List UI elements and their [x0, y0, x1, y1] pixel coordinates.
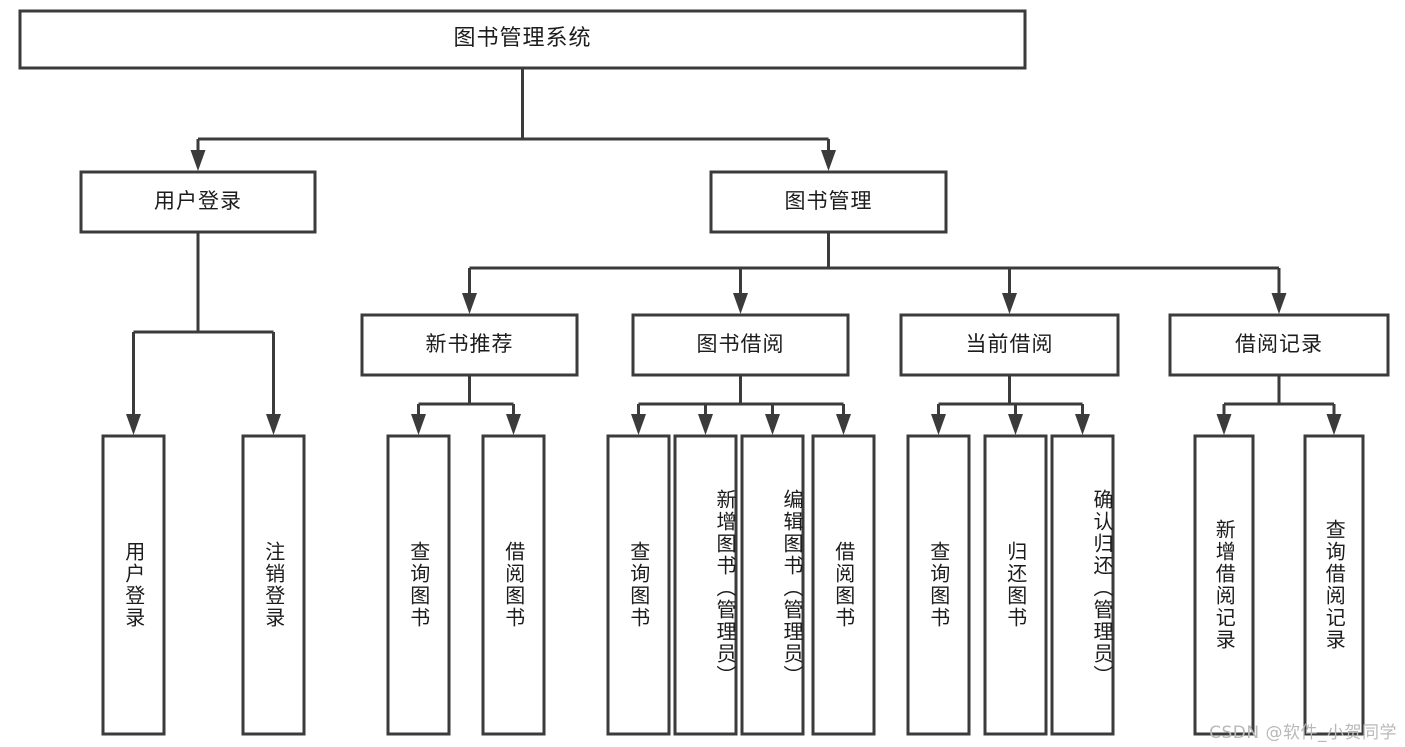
arrow-head-current_borrow: [1002, 293, 1017, 314]
node-box-leaf-query-record[interactable]: [1303, 434, 1365, 736]
arrow-head-borrow_record: [1271, 293, 1287, 314]
arrow-head-leaf_add_book: [698, 414, 713, 435]
node-box-leaf-query-book-2[interactable]: [606, 434, 671, 736]
arrow-head-leaf_edit_book: [765, 414, 780, 435]
arrow-head-book_borrow: [733, 293, 748, 314]
node-box-leaf-user-login[interactable]: [101, 434, 166, 736]
arrow-head-leaf_logout: [266, 414, 281, 435]
node-box-book-borrow[interactable]: [631, 313, 850, 377]
node-box-book-manage[interactable]: [709, 170, 948, 234]
node-box-root[interactable]: [18, 9, 1027, 70]
node-box-borrow-record[interactable]: [1168, 313, 1390, 377]
edge-layer: [126, 68, 1342, 435]
node-box-leaf-logout[interactable]: [241, 434, 306, 736]
arrow-head-leaf_confirm_return: [1075, 414, 1090, 435]
node-box-leaf-add-book[interactable]: [673, 434, 738, 736]
node-box-new-book-rec[interactable]: [360, 313, 579, 377]
arrow-head-leaf_query_book_3: [931, 414, 946, 435]
node-box-leaf-borrow-book-2[interactable]: [811, 434, 876, 736]
arrow-head-leaf_borrow_book_2: [836, 414, 851, 435]
arrow-head-leaf_user_login: [126, 414, 141, 435]
node-box-leaf-borrow-book-1[interactable]: [481, 434, 546, 736]
node-box-leaf-query-book-1[interactable]: [386, 434, 451, 736]
node-box-current-borrow[interactable]: [899, 313, 1120, 377]
arrow-head-leaf_return_book: [1008, 414, 1023, 435]
node-box-leaf-return-book[interactable]: [983, 434, 1048, 736]
node-box-user-login[interactable]: [79, 170, 317, 234]
arrow-head-leaf_query_book_1: [411, 414, 426, 435]
arrow-head-user_login: [190, 150, 206, 171]
arrow-head-leaf_add_record: [1216, 414, 1232, 435]
arrow-head-leaf_query_record: [1326, 414, 1342, 435]
node-box-leaf-query-book-3[interactable]: [906, 434, 971, 736]
arrow-head-leaf_borrow_book_1: [506, 414, 521, 435]
node-box-leaf-confirm-return[interactable]: [1050, 434, 1115, 736]
node-box-leaf-edit-book[interactable]: [740, 434, 805, 736]
box-layer: [18, 9, 1390, 736]
arrow-head-book_manage: [821, 150, 836, 171]
node-box-leaf-add-record[interactable]: [1193, 434, 1255, 736]
arrow-head-new_book_rec: [462, 293, 477, 314]
arrow-head-leaf_query_book_2: [631, 414, 646, 435]
